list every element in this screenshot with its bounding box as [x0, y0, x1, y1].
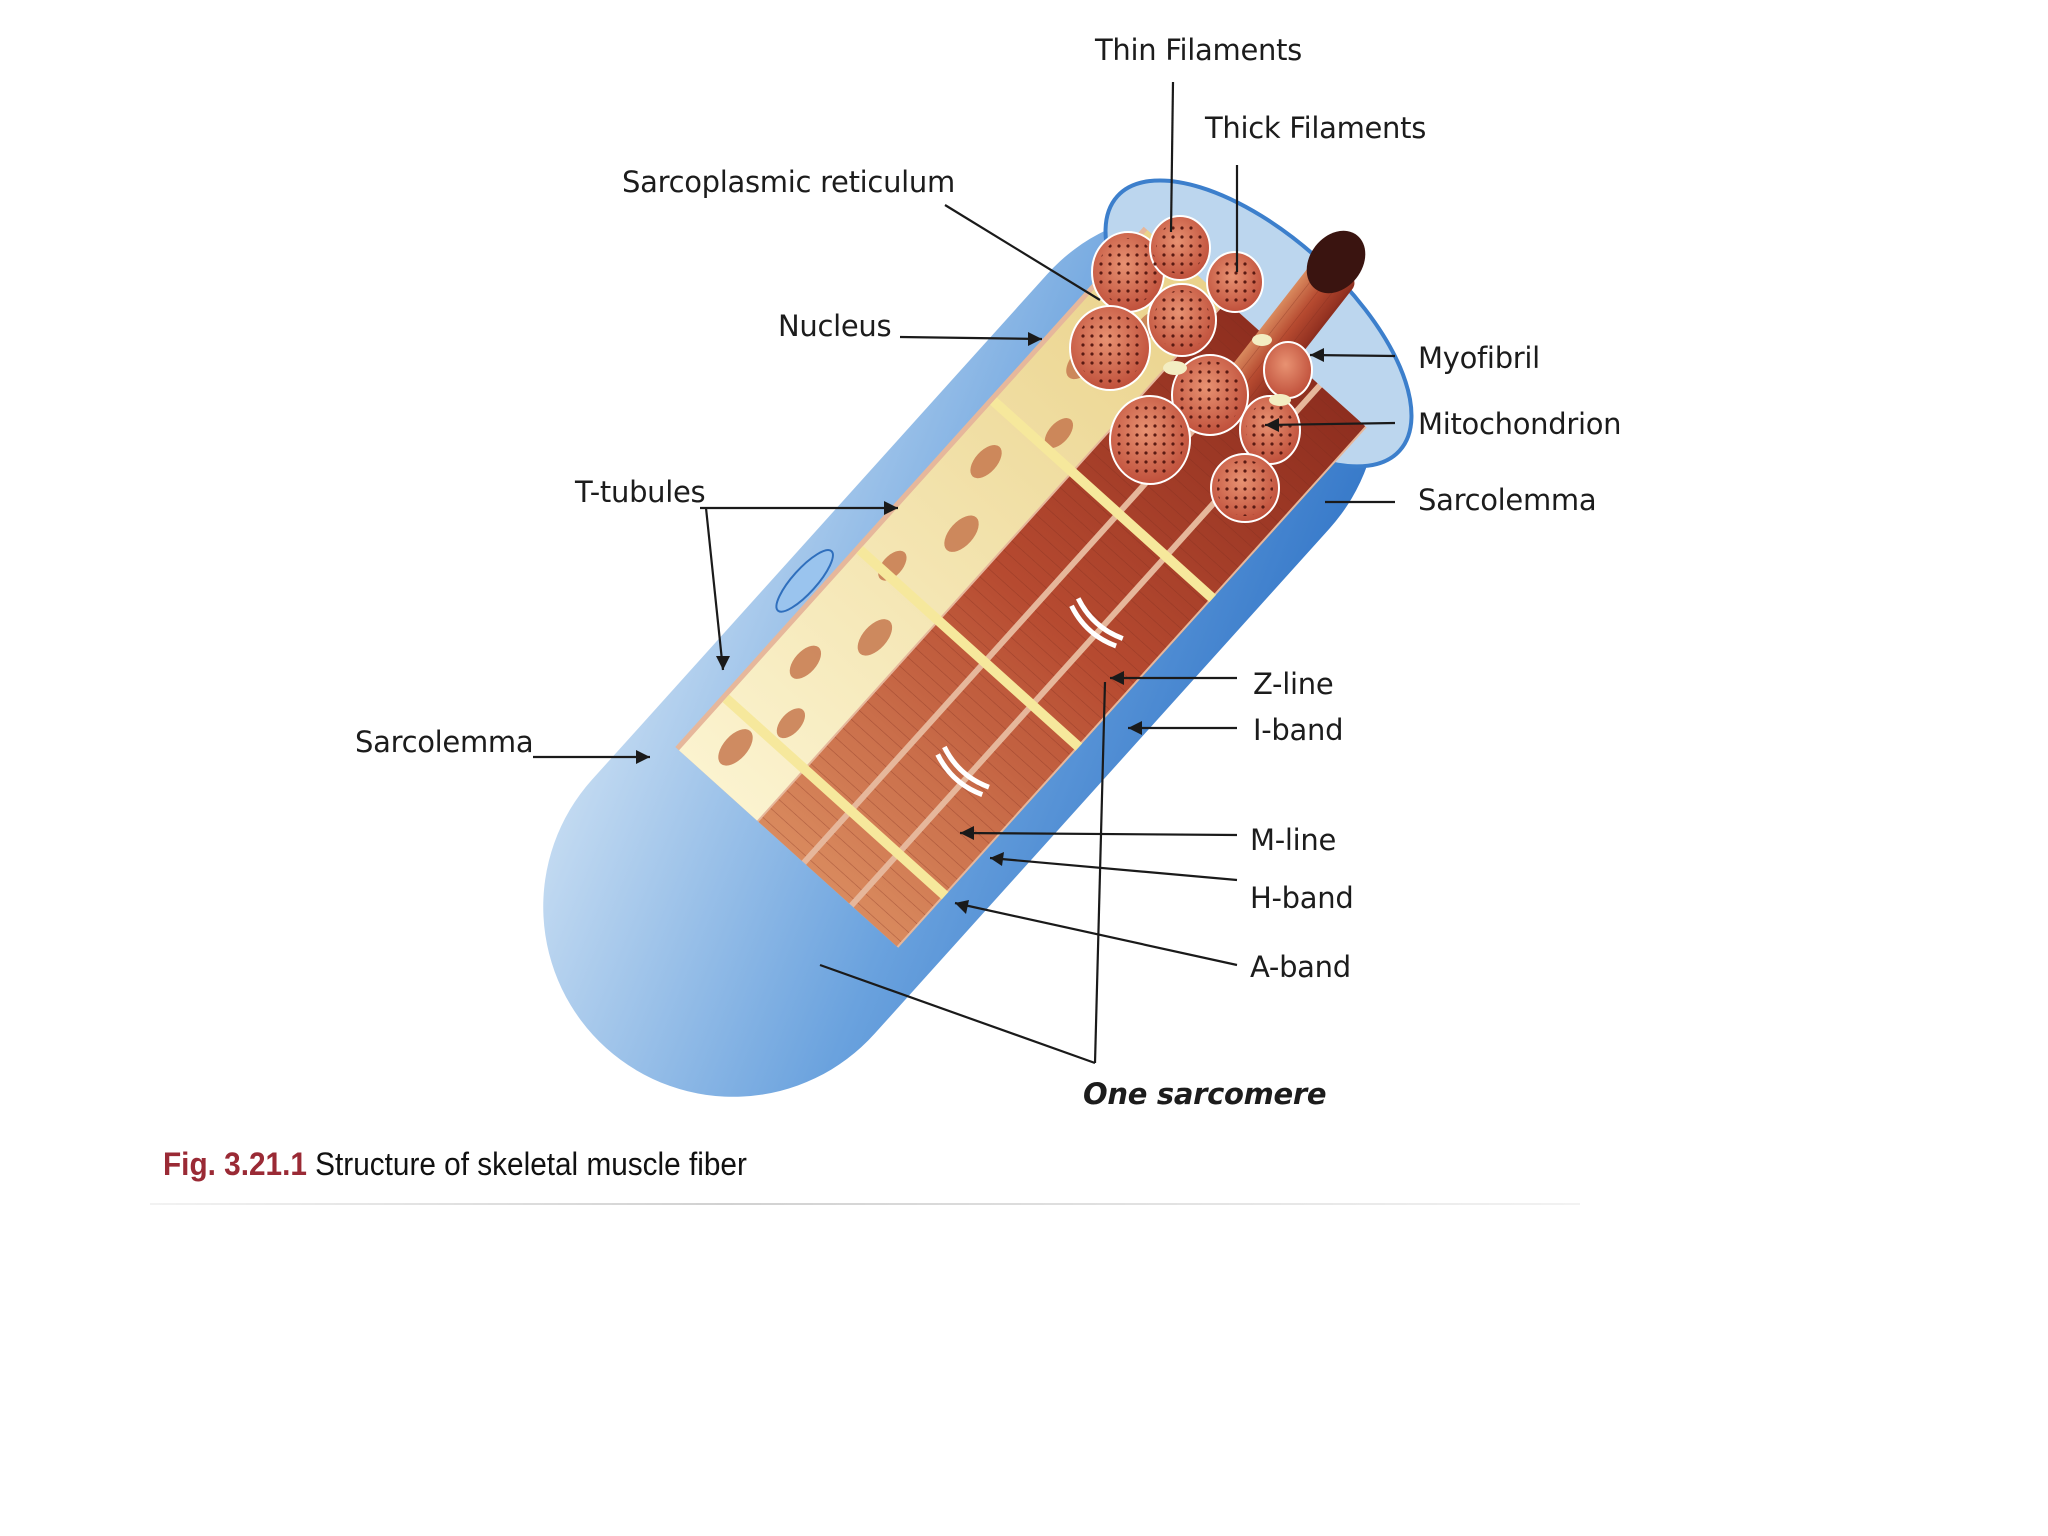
myofibril-end — [1216, 230, 1366, 416]
myofibril-cross-sections — [1069, 215, 1313, 523]
label-t-tubules: T-tubules — [574, 475, 705, 509]
label-sarcolemma-right: Sarcolemma — [1418, 483, 1596, 517]
label-sarcoplasmic-reticulum: Sarcoplasmic reticulum — [622, 165, 955, 199]
label-m-line: M-line — [1250, 823, 1336, 857]
leader-lines — [533, 81, 1396, 1065]
mitochondria — [1163, 334, 1291, 406]
label-i-band: I-band — [1253, 713, 1343, 747]
arrowheads — [636, 332, 1324, 914]
label-sarcolemma-left: Sarcolemma — [355, 725, 533, 759]
label-thick-filaments: Thick Filaments — [1204, 111, 1426, 145]
nucleus-shape — [775, 549, 834, 613]
label-one-sarcomere: One sarcomere — [1083, 1077, 1326, 1111]
label-mitochondrion: Mitochondrion — [1418, 407, 1621, 441]
caption-number: Fig. 3.21.1 — [163, 1146, 307, 1182]
label-h-band: H-band — [1250, 881, 1353, 915]
m-line-marks — [935, 597, 1124, 797]
caption-text: Structure of skeletal muscle fiber — [315, 1146, 747, 1182]
caption-divider — [150, 1203, 1580, 1205]
muscle-fiber — [543, 178, 1414, 1097]
label-z-line: Z-line — [1253, 667, 1333, 701]
t-tubule-rings — [722, 397, 1217, 900]
label-thin-filaments: Thin Filaments — [1094, 33, 1302, 67]
label-a-band: A-band — [1250, 950, 1351, 984]
myofibril-bundle — [758, 301, 1366, 947]
figure-caption: Fig. 3.21.1 Structure of skeletal muscle… — [163, 1146, 747, 1183]
label-myofibril: Myofibril — [1418, 341, 1540, 375]
label-nucleus: Nucleus — [778, 309, 891, 343]
